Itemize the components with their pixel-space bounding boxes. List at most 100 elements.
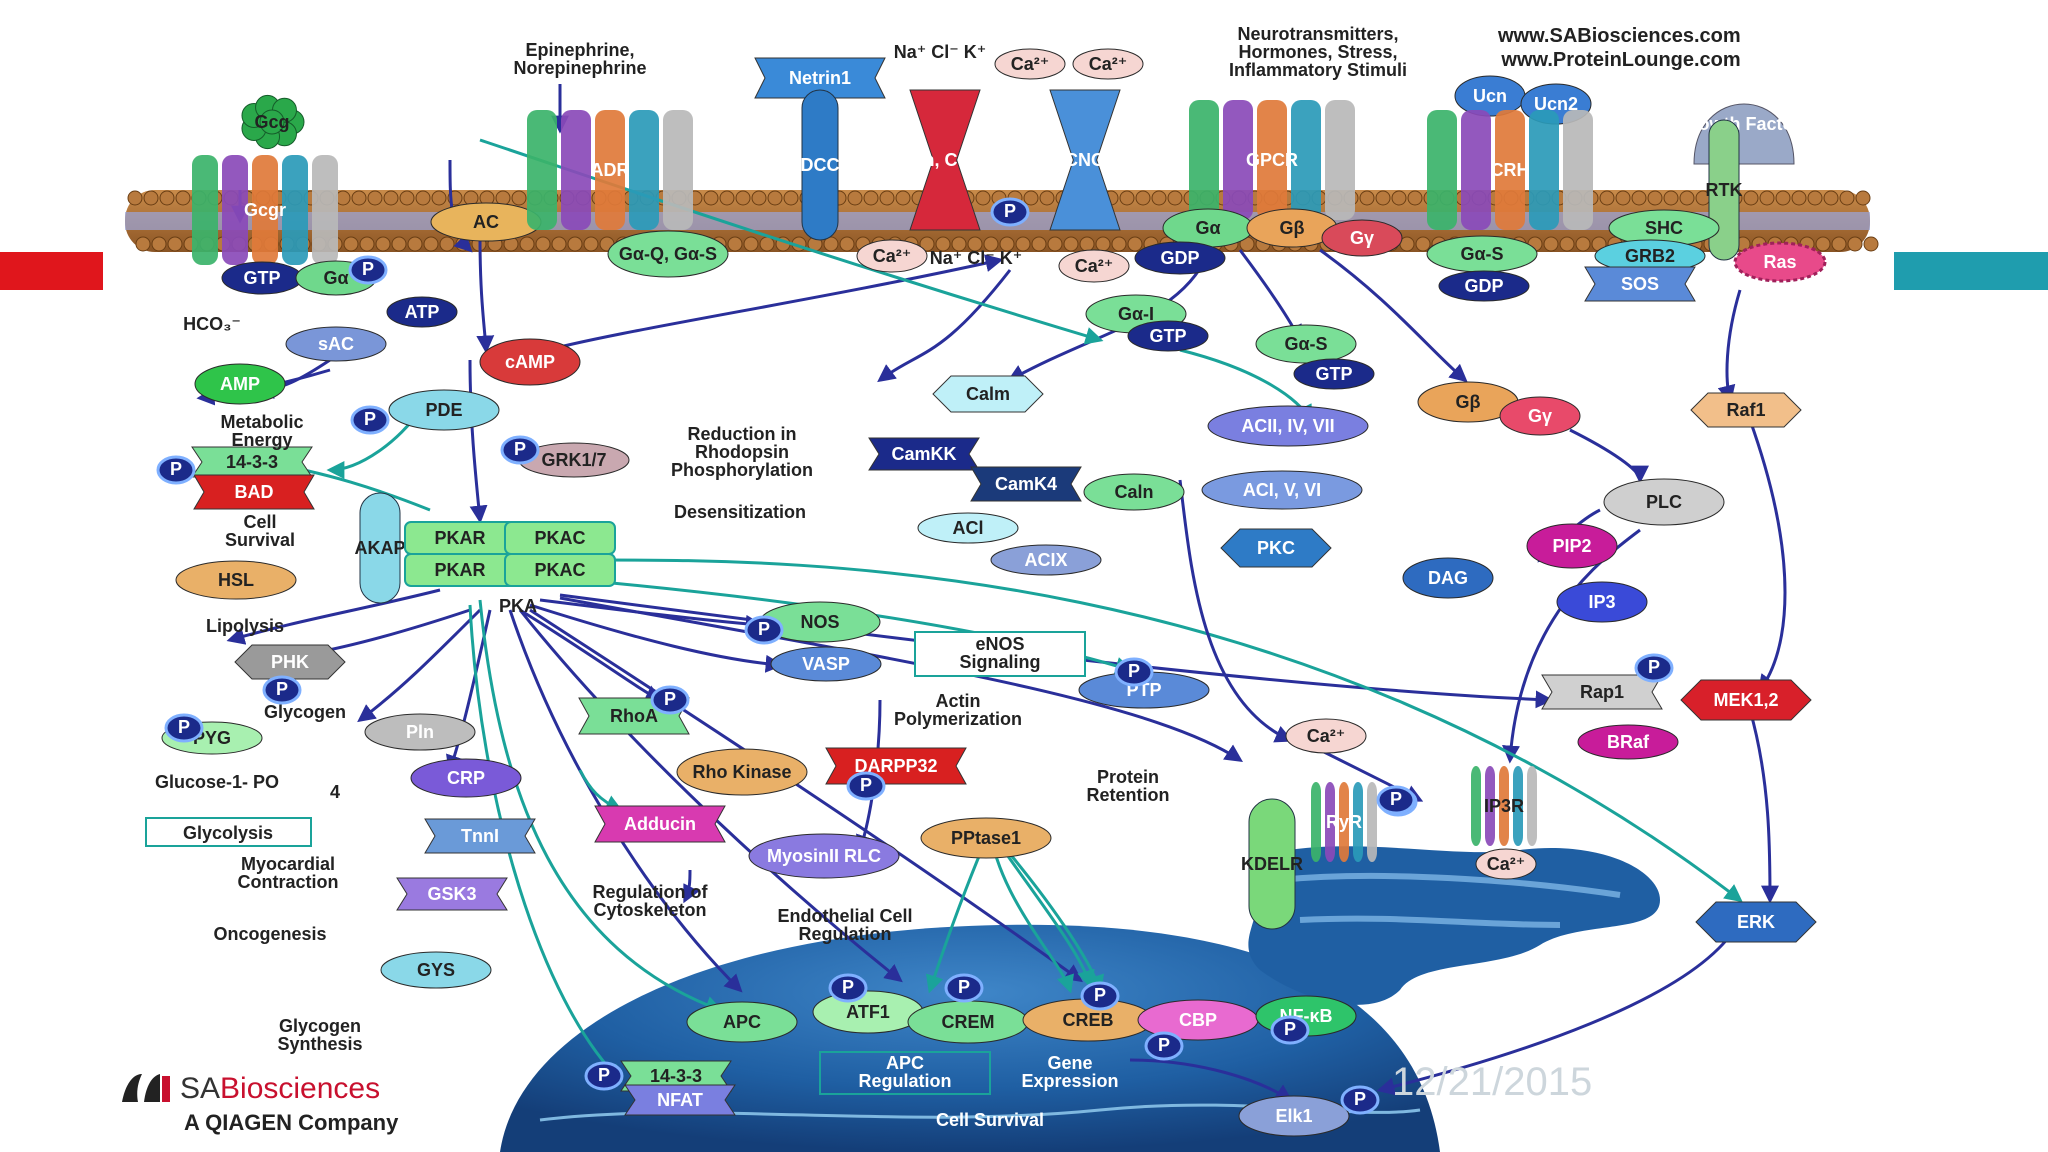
label-inflammatory-stimuli: Inflammatory Stimuli: [1229, 60, 1407, 80]
label-regulation-of: Regulation of: [593, 882, 709, 902]
node-label-hsl: HSL: [218, 570, 254, 590]
sabiosciences-logo: SABiosciences A QIAGEN Company: [108, 1066, 508, 1136]
phosphate-label: P: [1158, 1035, 1170, 1055]
node-apc: APC: [686, 1001, 798, 1043]
node-ga-right: Gα: [1162, 208, 1254, 248]
node-label-aclx: ACIX: [1024, 550, 1067, 570]
label-actin: Actin: [936, 691, 981, 711]
node-pln: Pln: [364, 713, 476, 751]
phosphate-marker: P: [584, 1061, 624, 1091]
node-label-ca-er: Ca²⁺: [1307, 726, 1346, 746]
label-retention: Retention: [1087, 785, 1170, 805]
node-label-r1433: 14-3-3: [226, 452, 278, 472]
node-akap: AKAP: [354, 492, 406, 604]
node-label-pkar2: PKAR: [434, 560, 485, 580]
node-bad: BAD: [193, 474, 315, 510]
url-sabiosciences[interactable]: www.SABiosciences.com: [1498, 25, 1741, 47]
source-urls: www.SABiosciences.com www.ProteinLounge.…: [1498, 24, 1741, 72]
phosphate-marker: P: [1114, 657, 1154, 687]
node-label-kdelr: KDELR: [1241, 854, 1303, 874]
phosphate-marker: P: [846, 771, 886, 801]
node-label-ryr: RyR: [1326, 812, 1362, 832]
node-label-acii: ACII, IV, VII: [1241, 416, 1334, 436]
right-accent-bar: [1894, 252, 2048, 290]
phosphate-label: P: [1284, 1019, 1296, 1039]
node-label-atf1: ATF1: [846, 1002, 890, 1022]
node-gsk3: GSK3: [396, 877, 508, 911]
node-label-gb-mid: Gβ: [1456, 392, 1481, 412]
node-pkc: PKC: [1220, 528, 1332, 568]
node-label-ip3r: IP3R: [1484, 796, 1524, 816]
phosphate-marker: P: [348, 255, 388, 285]
label-metabolic: Metabolic: [220, 412, 303, 432]
phosphate-label: P: [860, 775, 872, 795]
logo-wordmark: SABiosciences: [180, 1072, 380, 1106]
node-rap1: Rap1: [1541, 674, 1663, 710]
node-atp: ATP: [386, 296, 458, 328]
node-pkar2: PKAR: [404, 553, 516, 587]
node-label-camp: cAMP: [505, 352, 555, 372]
node-label-pkac1: PKAC: [534, 528, 585, 548]
node-label-gsk3: GSK3: [427, 884, 476, 904]
node-hco3: HCO₃⁻: [183, 314, 241, 334]
node-label-nfat: NFAT: [657, 1090, 703, 1110]
node-gb-mid: Gβ: [1417, 381, 1519, 423]
node-label-galpha-left: Gα: [323, 268, 348, 288]
node-cng: CNG: [1049, 89, 1121, 231]
node-na-k-mid: Na⁺ Cl⁻ K⁺: [930, 248, 1023, 268]
phosphate-label: P: [1128, 661, 1140, 681]
node-label-acl: ACl: [953, 518, 984, 538]
label-apc-regulation-2: Regulation: [859, 1071, 952, 1091]
node-ryr: RyR: [1311, 782, 1377, 862]
logo-subtitle: A QIAGEN Company: [184, 1110, 399, 1135]
node-label-pptase: PPtase1: [951, 828, 1021, 848]
node-ca-ip3r: Ca²⁺: [1475, 848, 1537, 880]
enos-signaling-box: [914, 631, 1086, 677]
label-signaling: Signaling: [960, 652, 1041, 672]
node-caln: Caln: [1083, 473, 1185, 511]
node-gdp-right: GDP: [1134, 241, 1226, 275]
node-label-phk: PHK: [271, 652, 309, 672]
url-proteinlounge[interactable]: www.ProteinLounge.com: [1501, 49, 1741, 71]
label-oncogenesis: Oncogenesis: [213, 924, 326, 944]
node-calm: Calm: [932, 375, 1044, 413]
node-label-camkk: CamKK: [891, 444, 956, 464]
node-label-dag: DAG: [1428, 568, 1468, 588]
node-label-tnni: TnnI: [461, 826, 499, 846]
node-label-pyg: PYG: [193, 728, 231, 748]
label-reduction: Reduction in: [688, 424, 797, 444]
node-label-gcg: Gcg: [254, 112, 289, 132]
node-camp: cAMP: [479, 338, 581, 386]
phosphate-marker: P: [1634, 653, 1674, 683]
phosphate-label: P: [1648, 657, 1660, 677]
node-label-shc: SHC: [1645, 218, 1683, 238]
node-mek: MEK1,2: [1680, 679, 1812, 721]
node-camk4: CamK4: [970, 466, 1082, 502]
node-ca-er: Ca²⁺: [1285, 718, 1367, 754]
node-label-braf: BRaf: [1607, 732, 1650, 752]
phosphate-label: P: [364, 409, 376, 429]
node-atf1: ATF1: [812, 990, 924, 1034]
left-accent-bar: [0, 252, 103, 290]
node-label-grk1: GRK1/7: [541, 450, 606, 470]
node-label-aci: ACI, V, VI: [1243, 480, 1321, 500]
node-braf: BRaf: [1577, 724, 1679, 760]
node-pptase: PPtase1: [920, 817, 1052, 859]
node-label-dcc: DCC: [801, 155, 840, 175]
node-grk1: GRK1/7: [518, 442, 630, 478]
node-gaq-gas: Gα-Q, Gα-S: [607, 230, 729, 278]
node-label-ca-mid1: Ca²⁺: [873, 246, 912, 266]
node-label-gcgr: Gcgr: [244, 200, 286, 220]
node-label-ca-mid2: Ca²⁺: [1075, 256, 1114, 276]
node-label-myosin: MyosinII RLC: [767, 846, 881, 866]
node-netrin1: Netrin1: [754, 57, 886, 99]
label-contraction: Contraction: [238, 872, 339, 892]
node-label-bad: BAD: [235, 482, 274, 502]
node-pka: PKA: [499, 596, 537, 616]
node-gcgr: Gcgr: [192, 155, 338, 265]
node-r1433: 14-3-3: [191, 446, 313, 478]
phosphate-marker: P: [164, 713, 204, 743]
node-label-amp: AMP: [220, 374, 260, 394]
node-label-growth-factors: Growth Factors: [1677, 114, 1810, 134]
phosphate-label: P: [842, 977, 854, 997]
